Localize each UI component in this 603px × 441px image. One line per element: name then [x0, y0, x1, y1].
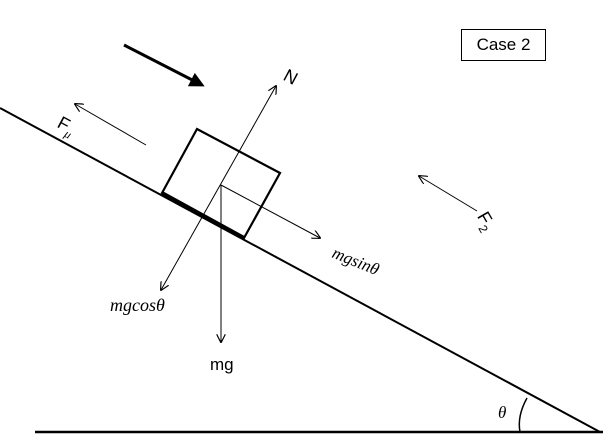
friction-arrow — [75, 104, 147, 146]
case-label-box: Case 2 — [461, 29, 546, 61]
parallel-component-label: mgsinθ — [330, 243, 383, 279]
weight-label: mg — [210, 355, 234, 374]
case-label: Case 2 — [476, 35, 531, 54]
normal-force-label: N — [280, 65, 301, 89]
parallel-component-arrow — [220, 184, 320, 238]
normal-force-arrow — [161, 86, 276, 290]
angle-label: θ — [498, 403, 506, 422]
incline-line — [0, 107, 601, 433]
applied-force-label: F 2 — [473, 208, 496, 236]
friction-label: F μ — [54, 112, 74, 141]
applied-force-arrow — [419, 176, 478, 212]
perpendicular-component-label: mgcosθ — [110, 295, 165, 315]
motion-direction-arrow — [123, 43, 205, 87]
angle-arc — [518, 397, 528, 433]
